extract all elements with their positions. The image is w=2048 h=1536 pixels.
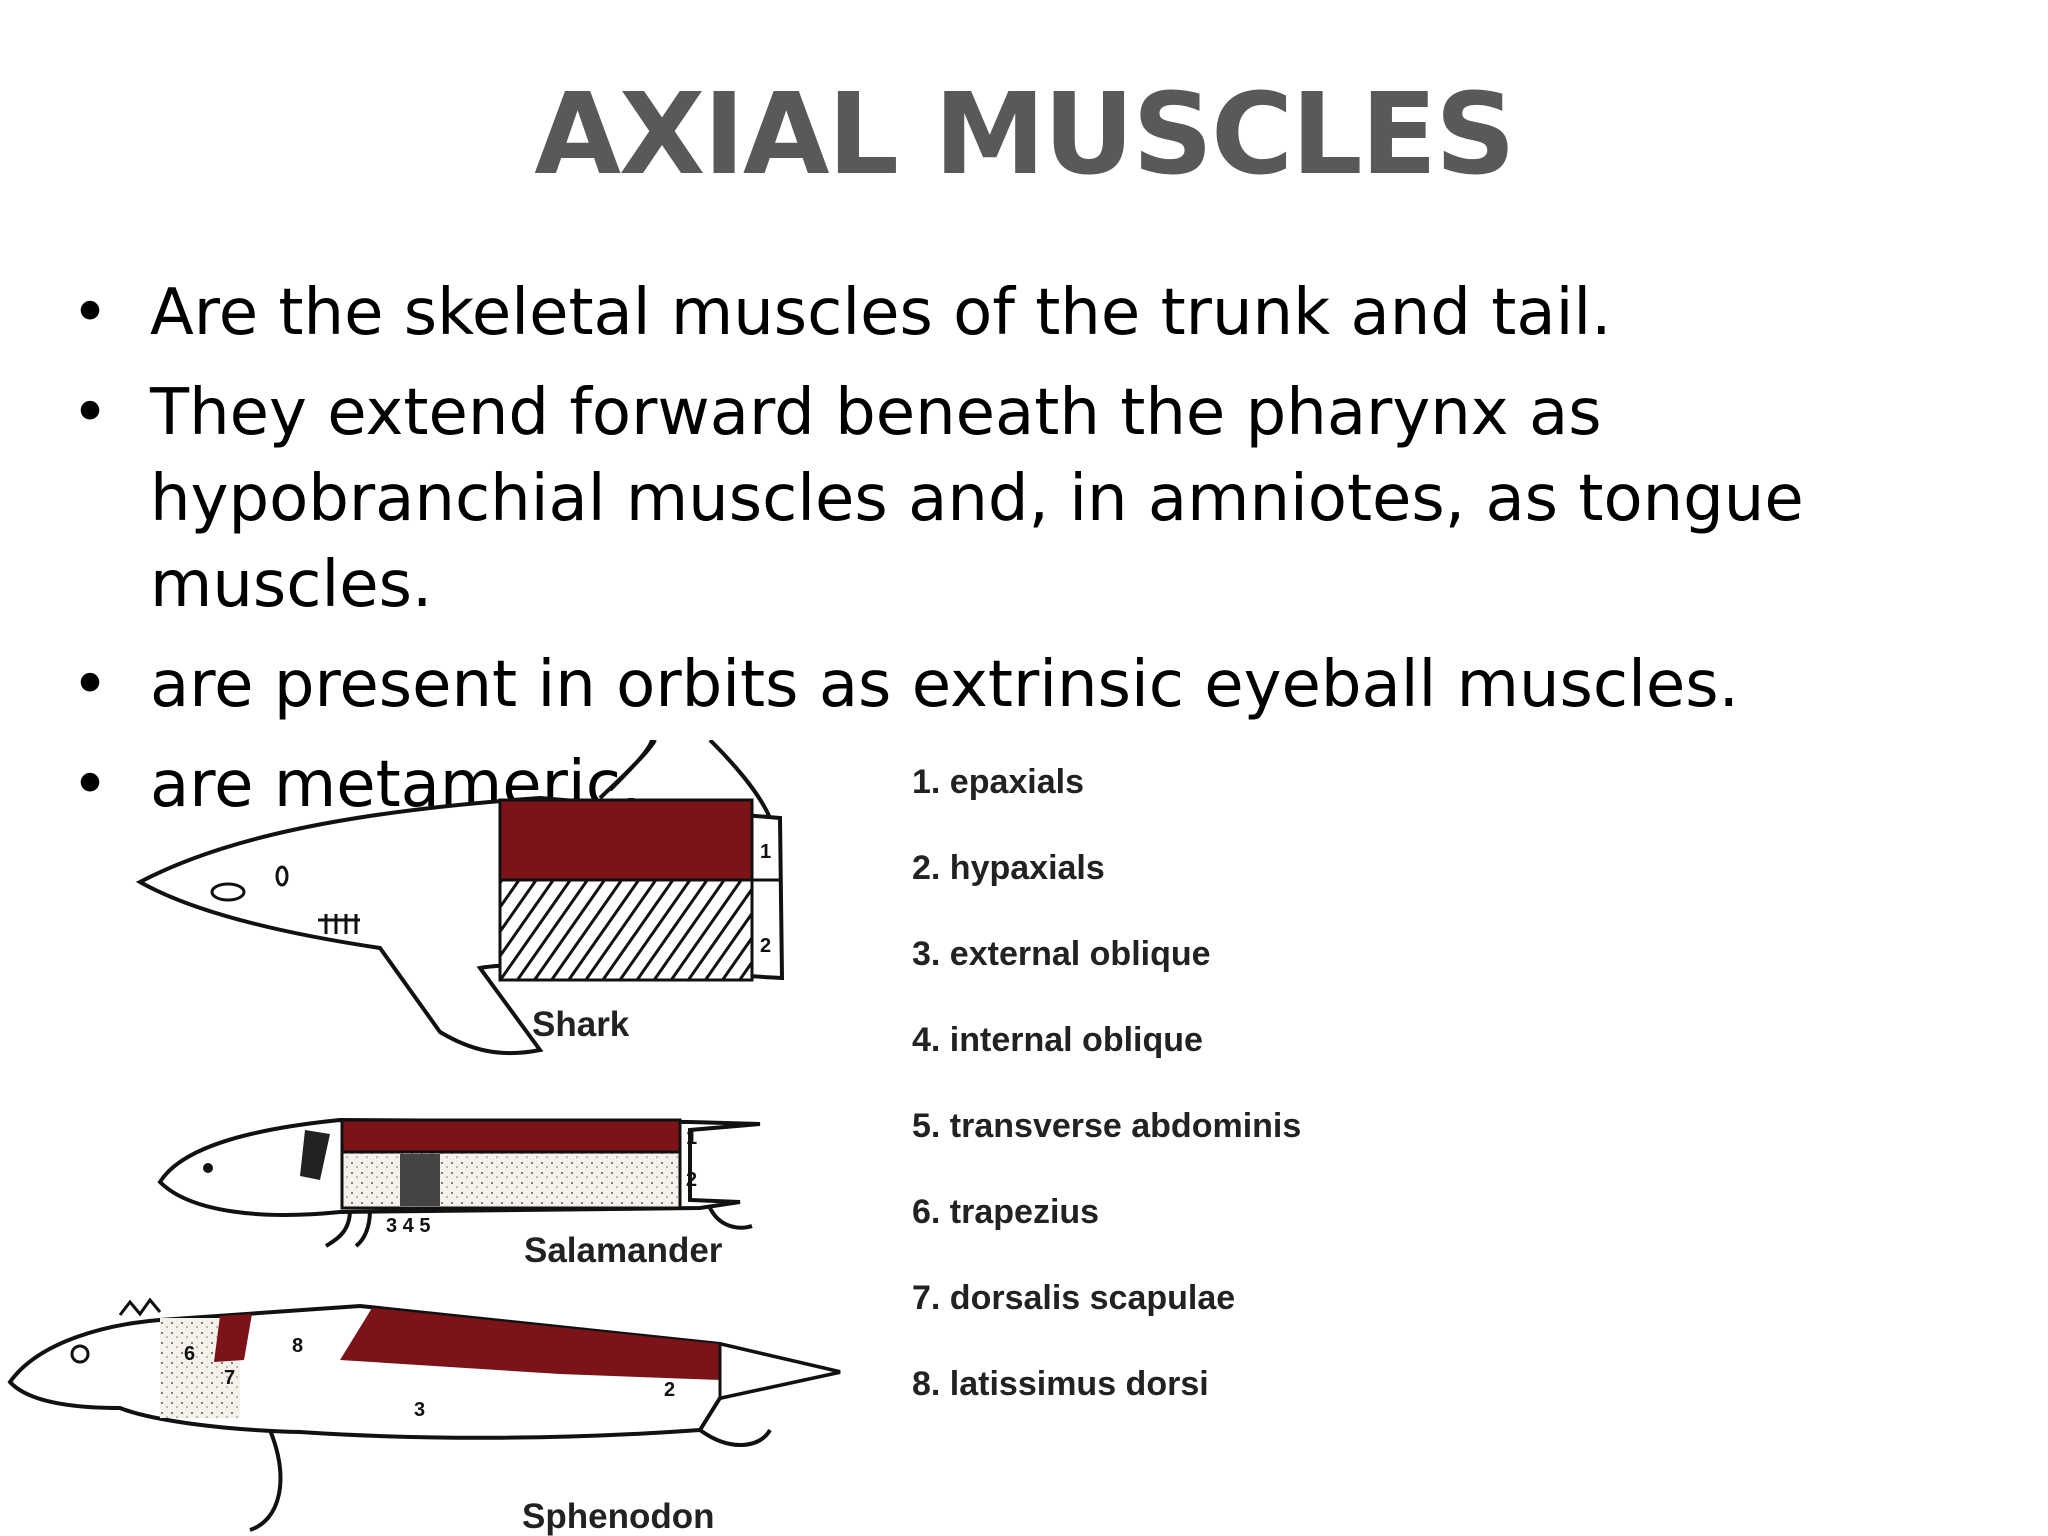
sphenodon-number-8: 8	[292, 1335, 303, 1357]
sphenodon-number-2: 2	[664, 1379, 675, 1401]
bullet-icon: •	[71, 648, 109, 722]
shark-dorsal-fin	[598, 740, 657, 800]
salamander-front-leg	[324, 1209, 372, 1248]
bullet-icon: •	[71, 748, 109, 822]
axial-muscles-figure: 1 2 Shark 1 2 3 4 5 Salamander	[7, 740, 841, 1536]
legend-item: 1. epaxials	[912, 763, 1085, 801]
shark-top-fin	[708, 740, 772, 819]
salamander-number-2: 2	[686, 1169, 697, 1191]
sphenodon-trapezius-muscle	[214, 1314, 252, 1362]
shark-number-2: 2	[760, 935, 771, 957]
salamander-illustration: 1 2 3 4 5 Salamander	[157, 1117, 761, 1270]
bullet-item: • They extend forward beneath the pharynx…	[70, 370, 2030, 628]
salamander-eye	[203, 1163, 213, 1173]
shark-eye	[210, 882, 246, 902]
legend-item: 8. latissimus dorsi	[912, 1365, 1209, 1403]
sphenodon-latissimus-muscle	[340, 1308, 720, 1380]
shark-hypaxial-muscle	[498, 878, 754, 982]
salamander-oblique-window	[400, 1154, 440, 1206]
muscle-legend: 1. epaxials 2. hypaxials 3. external obl…	[912, 758, 1301, 1446]
salamander-epaxial-muscle	[340, 1118, 682, 1154]
salamander-label: Salamander	[524, 1231, 723, 1270]
shark-spiracle	[275, 865, 289, 887]
sphenodon-front-leg	[249, 1429, 283, 1532]
bullet-icon: •	[71, 376, 109, 450]
sphenodon-number-6: 6	[184, 1343, 195, 1365]
legend-item: 3. external oblique	[912, 935, 1211, 973]
sphenodon-number-3: 3	[414, 1399, 425, 1421]
bullet-text: Are the skeletal muscles of the trunk an…	[150, 276, 1612, 350]
shark-epaxial-muscle	[498, 798, 754, 882]
shark-label: Shark	[532, 1005, 630, 1044]
legend-item: 7. dorsalis scapulae	[912, 1279, 1236, 1317]
sphenodon-illustration: 6 7 8 3 2 Sphenodon	[7, 1297, 841, 1536]
shark-illustration: 1 2 Shark	[135, 740, 785, 1056]
shark-number-1: 1	[760, 841, 771, 863]
slide-title: AXIAL MUSCLES	[534, 70, 1516, 200]
bullet-list: • Are the skeletal muscles of the trunk a…	[70, 270, 2030, 842]
legend-item: 6. trapezius	[912, 1193, 1100, 1231]
legend-item: 4. internal oblique	[912, 1021, 1203, 1059]
sphenodon-tail-cone	[718, 1342, 841, 1400]
bullet-item: • Are the skeletal muscles of the trunk a…	[70, 270, 2030, 356]
bullet-icon: •	[71, 276, 109, 350]
bullet-text: are present in orbits as extrinsic eyeba…	[150, 648, 1739, 722]
sphenodon-label: Sphenodon	[522, 1497, 714, 1536]
sphenodon-crest	[118, 1297, 162, 1317]
salamander-hind-leg	[708, 1206, 753, 1230]
shark-gill-slits	[318, 914, 360, 934]
salamander-hypaxial-muscle	[340, 1150, 682, 1210]
bullet-item: • are present in orbits as extrinsic eyeb…	[70, 642, 2030, 728]
sphenodon-eye	[70, 1344, 90, 1364]
sphenodon-number-7: 7	[224, 1367, 235, 1389]
salamander-number-345: 3 4 5	[386, 1215, 430, 1237]
sphenodon-hind-leg	[698, 1428, 772, 1447]
bullet-text: They extend forward beneath the pharynx …	[150, 376, 1804, 622]
legend-item: 2. hypaxials	[912, 849, 1105, 887]
legend-item: 5. transverse abdominis	[912, 1107, 1302, 1145]
salamander-number-1: 1	[686, 1127, 697, 1149]
salamander-gills	[300, 1130, 330, 1180]
